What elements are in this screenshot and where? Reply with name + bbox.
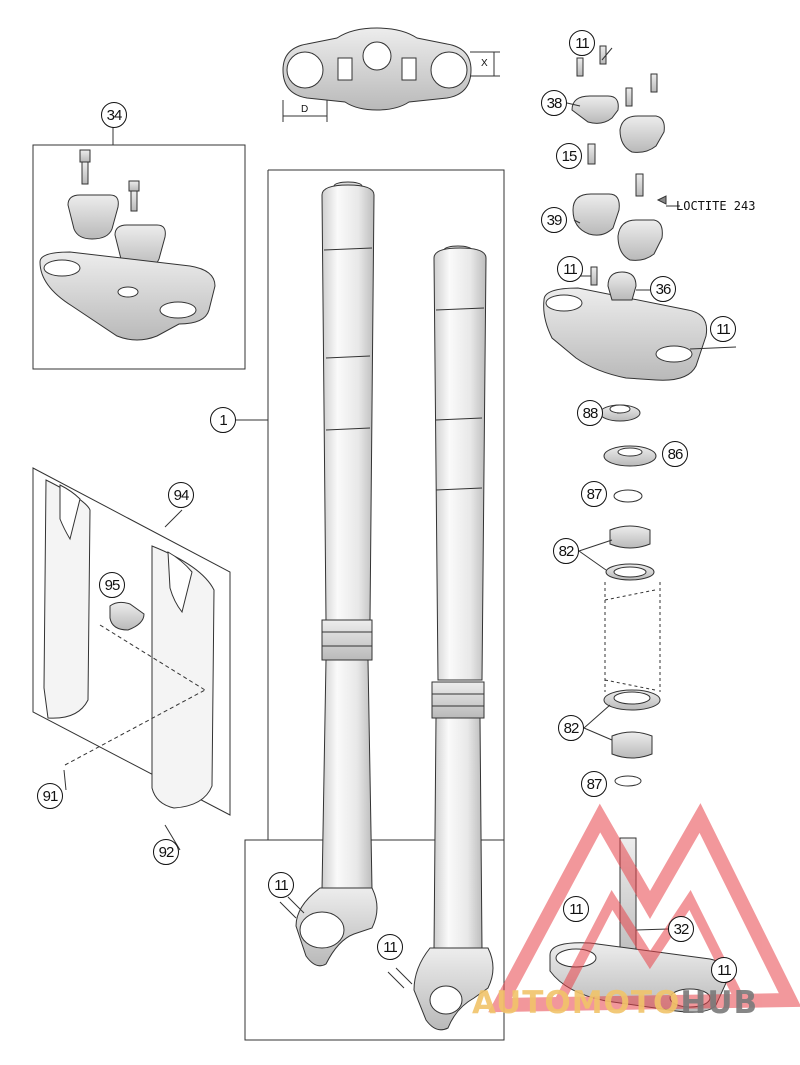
callout-82-lower: 82 bbox=[558, 715, 584, 741]
callout-86: 86 bbox=[662, 441, 688, 467]
callout-1: 1 bbox=[210, 407, 236, 433]
callout-11-clamp-bolt: 11 bbox=[557, 256, 583, 282]
callout-32: 32 bbox=[668, 916, 694, 942]
callout-11-fork-left: 11 bbox=[268, 872, 294, 898]
bar-clamp-39 bbox=[572, 143, 663, 261]
axle-clamp-bolts bbox=[279, 896, 413, 989]
dimension-d-label: D bbox=[301, 104, 309, 115]
callout-92: 92 bbox=[153, 839, 179, 865]
callout-15: 15 bbox=[556, 143, 582, 169]
fork-guard-left bbox=[43, 479, 91, 719]
fork-assembly-frame bbox=[244, 169, 505, 1041]
fork-guard-right bbox=[151, 545, 215, 809]
callout-11-fork-right: 11 bbox=[377, 934, 403, 960]
assembly-34-parts bbox=[39, 149, 216, 341]
bar-clamp-38 bbox=[571, 45, 665, 153]
callout-82-upper: 82 bbox=[553, 538, 579, 564]
fork-guard-frame bbox=[32, 467, 231, 816]
callout-36: 36 bbox=[650, 276, 676, 302]
callout-94: 94 bbox=[168, 482, 194, 508]
callout-11-top: 11 bbox=[569, 30, 595, 56]
callout-87-lower: 87 bbox=[581, 771, 607, 797]
callout-87-upper: 87 bbox=[581, 481, 607, 507]
loctite-note: LOCTITE 243 bbox=[676, 199, 756, 213]
fork-leg-right bbox=[413, 245, 494, 1031]
assembly-34-frame bbox=[32, 144, 246, 370]
callout-11-label: 11 bbox=[717, 961, 732, 979]
callout-91: 91 bbox=[37, 783, 63, 809]
callout-11-pinch-bolt: 11 bbox=[710, 316, 736, 342]
watermark-logo bbox=[488, 803, 800, 1013]
callout-95: 95 bbox=[99, 572, 125, 598]
watermark-part2: HUB bbox=[680, 985, 759, 1021]
bearing-stack bbox=[599, 404, 661, 787]
callout-88: 88 bbox=[577, 400, 603, 426]
watermark-part1: AUTOMOTO bbox=[472, 985, 681, 1021]
callout-34: 34 bbox=[101, 102, 127, 128]
upper-triple-clamp bbox=[543, 266, 737, 381]
dimension-x-label: X bbox=[481, 58, 488, 69]
fork-leg-left bbox=[295, 181, 378, 967]
callout-39: 39 bbox=[541, 207, 567, 233]
cable-clamp-95 bbox=[109, 601, 145, 631]
callout-38: 38 bbox=[541, 90, 567, 116]
callout-11-lower-clamp-right: 11 bbox=[711, 957, 737, 983]
callout-11-lower-clamp: 11 bbox=[563, 896, 589, 922]
watermark-text: AUTOMOTOHUB bbox=[472, 985, 758, 1021]
leader-lines bbox=[63, 47, 669, 931]
triple-clamp-top-view bbox=[282, 27, 500, 122]
